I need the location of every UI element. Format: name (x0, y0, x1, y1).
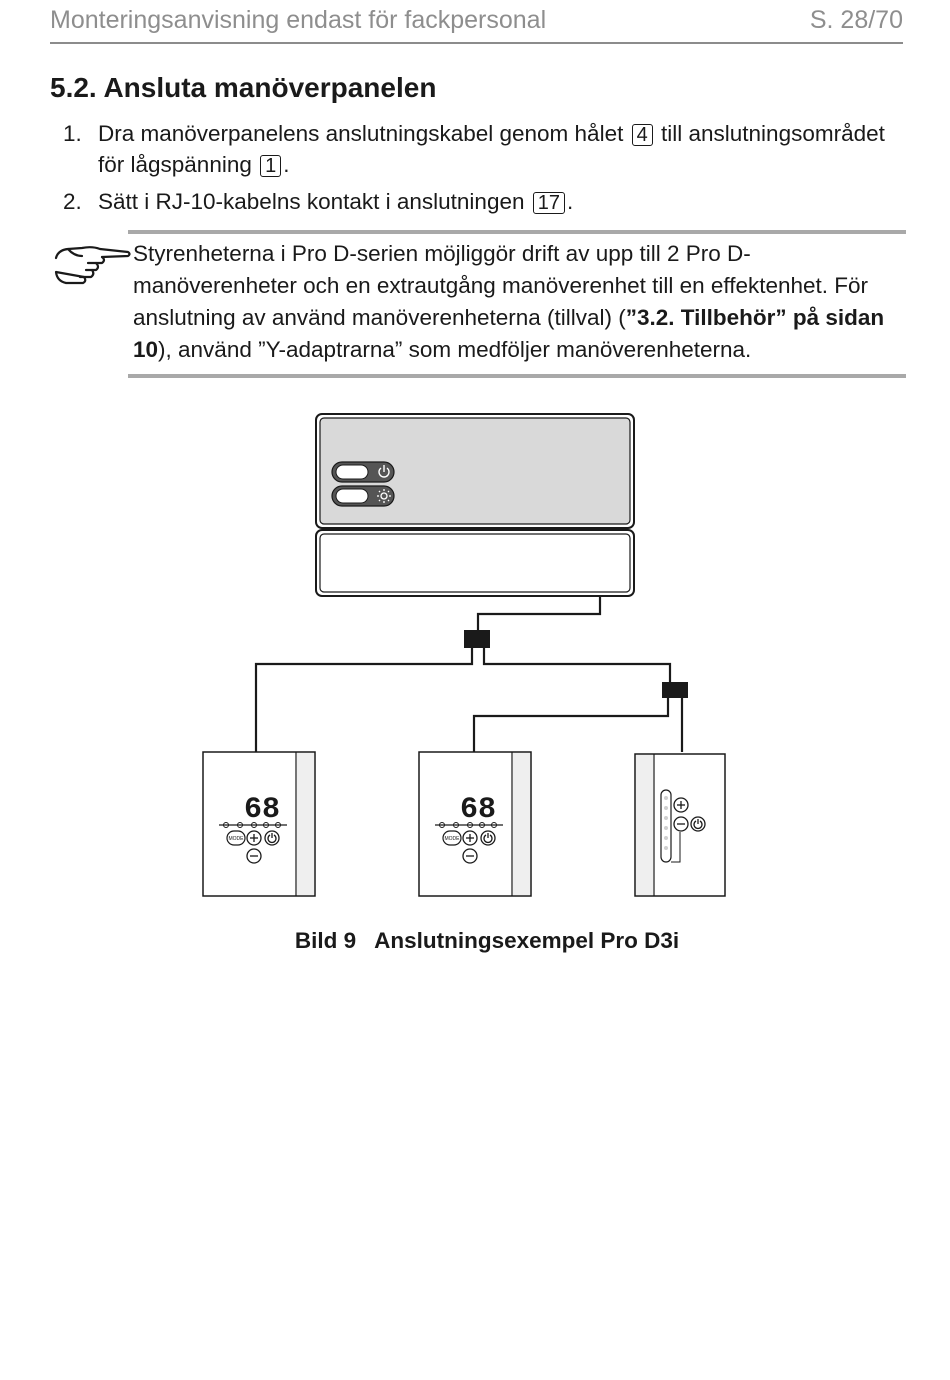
power-icon (378, 465, 390, 478)
figure-title: Anslutningsexempel Pro D3i (374, 928, 680, 953)
power-icon (264, 830, 280, 846)
figure-caption: Bild 9 Anslutningsexempel Pro D3i (0, 928, 950, 954)
reference-number: 17 (532, 192, 566, 214)
page-number: S. 28/70 (809, 6, 903, 34)
control-unit-1: 68 MODE (202, 751, 316, 897)
power-unit (315, 413, 635, 597)
note-cross-reference[interactable]: ”3.2. Tillbehör” på sidan 10 (133, 305, 885, 362)
power-icon (690, 816, 706, 832)
step-number: 1. (63, 121, 82, 146)
plus-icon (673, 797, 689, 813)
display-digits: 68 (460, 793, 496, 827)
note-box: Styrenheterna i Pro D-serien möjliggör d… (128, 230, 906, 378)
control-unit-2: 68 MODE (418, 751, 532, 897)
list-item: 2. Sätt i RJ-10-kabelns kontakt i anslut… (50, 186, 905, 217)
minus-icon (673, 816, 689, 832)
step-text: Dra manöverpanelens anslutningskabel gen… (98, 121, 624, 146)
reference-number: 4 (631, 124, 653, 146)
header-title: Monteringsanvisning endast för fackperso… (50, 6, 547, 34)
mode-label: MODE (229, 836, 245, 842)
reference-number: 1 (260, 155, 282, 177)
light-icon (377, 489, 391, 503)
minus-icon (246, 848, 262, 864)
step-text: . (567, 189, 574, 214)
connection-diagram: 68 MODE 68 MODE (202, 413, 726, 897)
display-digits: 68 (244, 793, 280, 827)
y-adapter (662, 682, 688, 698)
page-header: Monteringsanvisning endast för fackperso… (50, 4, 903, 44)
step-number: 2. (63, 189, 82, 214)
figure-number: Bild 9 (294, 928, 357, 953)
note-text: ), använd ”Y-adaptrarna” som medföljer m… (158, 337, 752, 362)
minus-icon (462, 848, 478, 864)
steps-list: 1. Dra manöverpanelens anslutningskabel … (50, 118, 905, 223)
step-text: till anslutningsområdet för lågspänning (98, 121, 885, 177)
section-heading: 5.2. Ansluta manöverpanelen (50, 72, 437, 103)
step-text: Sätt i RJ-10-kabelns kontakt i anslutnin… (98, 189, 525, 214)
step-text: . (283, 152, 290, 177)
plus-icon (462, 830, 478, 846)
list-item: 1. Dra manöverpanelens anslutningskabel … (50, 118, 905, 180)
power-icon (480, 830, 496, 846)
cables (254, 596, 684, 752)
pointing-hand-icon (54, 246, 131, 285)
control-unit-3 (634, 753, 726, 897)
note-text: Styrenheterna i Pro D-serien möjliggör d… (133, 241, 869, 330)
y-adapter (464, 630, 490, 648)
plus-icon (246, 830, 262, 846)
mode-label: MODE (445, 836, 461, 842)
